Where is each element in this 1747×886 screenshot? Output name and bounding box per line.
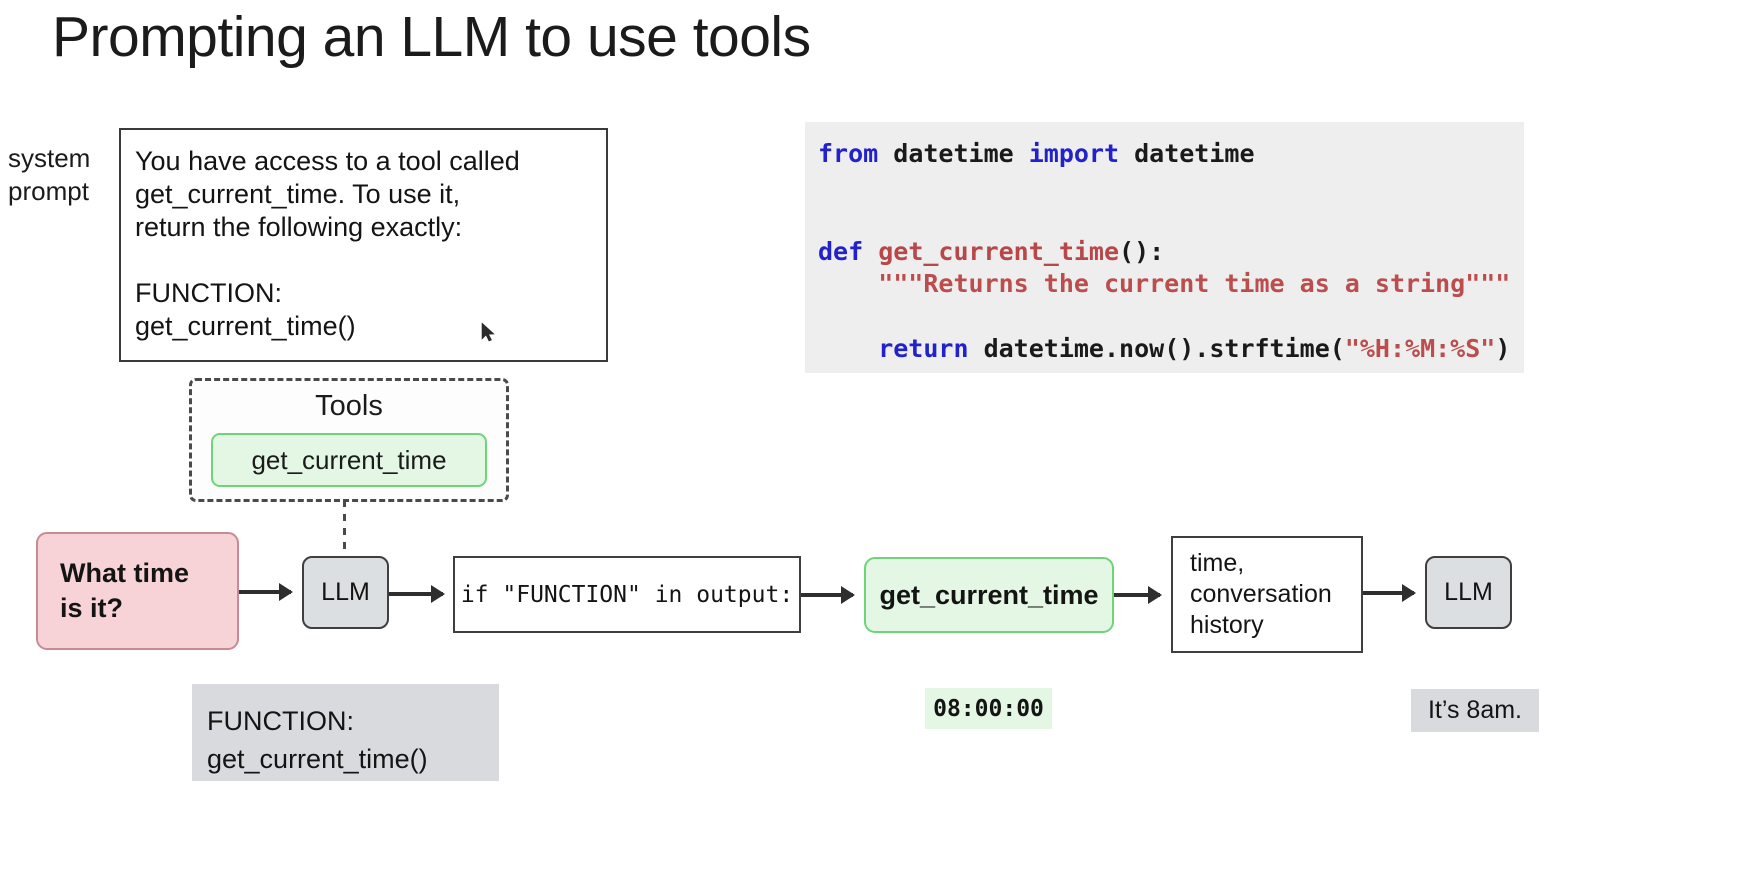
code-token: import xyxy=(1028,139,1135,168)
code-token: datetime.now().strftime( xyxy=(983,334,1345,363)
arrow-llm-to-condition xyxy=(389,585,445,603)
code-line: def get_current_time(): xyxy=(818,237,1164,266)
arrow-condition-to-tool-call xyxy=(801,586,855,604)
flow-node-user-question-label: What time is it? xyxy=(60,558,190,623)
annotation-tool-result: 08:00:00 xyxy=(925,688,1052,729)
code-token: (): xyxy=(1119,236,1165,266)
flow-node-context-label: time, conversation history xyxy=(1190,549,1332,639)
arrow-question-to-llm xyxy=(239,583,293,601)
mouse-cursor-icon xyxy=(481,322,495,342)
system-prompt-label: system prompt xyxy=(8,143,91,206)
code-line: return datetime.now().strftime("%H:%M:%S… xyxy=(818,334,1510,363)
code-line: """Returns the current time as a string"… xyxy=(818,269,1510,298)
tool-chip-label: get_current_time xyxy=(251,444,447,475)
flow-node-tool-call-label: get_current_time xyxy=(879,579,1099,610)
annotation-final-answer: It’s 8am. xyxy=(1411,689,1539,732)
system-prompt-box xyxy=(119,128,608,362)
code-block-panel xyxy=(805,122,1524,373)
code-line: from datetime import datetime xyxy=(818,139,1255,168)
system-prompt-text: You have access to a tool called get_cur… xyxy=(135,146,520,341)
code-token: def xyxy=(818,236,879,266)
code-token: from xyxy=(818,139,894,168)
tools-to-llm-dashed-connector xyxy=(343,500,346,557)
code-token: return xyxy=(818,334,984,363)
code-token: get_current_time xyxy=(878,236,1120,266)
flow-node-tool-call: get_current_time xyxy=(864,557,1114,633)
flow-node-llm-second-label: LLM xyxy=(1444,578,1493,606)
flow-node-condition-check: if "FUNCTION" in output: xyxy=(453,556,801,633)
annotation-tool-result-label: 08:00:00 xyxy=(933,695,1044,722)
annotation-final-answer-label: It’s 8am. xyxy=(1427,696,1523,724)
flow-node-condition-check-label: if "FUNCTION" in output: xyxy=(460,581,794,608)
tool-chip-get-current-time[interactable]: get_current_time xyxy=(211,433,487,487)
tools-group-label: Tools xyxy=(315,390,383,422)
page-title: Prompting an LLM to use tools xyxy=(52,5,811,69)
code-token: "%H:%M:%S" xyxy=(1344,334,1496,363)
flow-node-llm-first: LLM xyxy=(302,556,389,629)
code-token: datetime xyxy=(1134,139,1255,168)
flow-node-user-question: What time is it? xyxy=(36,532,239,650)
code-token: datetime xyxy=(893,139,1029,168)
arrow-tool-call-to-context xyxy=(1114,586,1162,604)
code-token: ) xyxy=(1495,334,1511,363)
flow-node-llm-second: LLM xyxy=(1425,556,1512,629)
arrow-context-to-llm xyxy=(1363,584,1416,602)
flow-node-context: time, conversation history xyxy=(1171,536,1363,653)
code-token: """Returns the current time as a string"… xyxy=(818,269,1511,298)
code-block-source: from datetime import datetime def get_cu… xyxy=(818,138,1518,366)
flow-node-llm-first-label: LLM xyxy=(321,578,370,606)
annotation-function-call: FUNCTION: get_current_time() xyxy=(192,684,499,781)
